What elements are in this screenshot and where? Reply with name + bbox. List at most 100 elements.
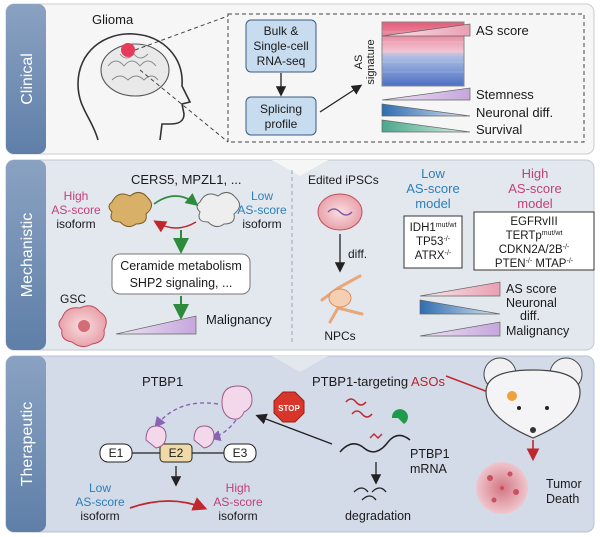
therapy-low-isoform-label: Low xyxy=(89,481,111,495)
degraded-fragments-icon xyxy=(353,487,387,501)
svg-text:isoform: isoform xyxy=(218,509,257,523)
brain-icon xyxy=(100,43,170,97)
survival-wedge xyxy=(381,119,471,133)
genes-label: CERS5, MPZL1, ... xyxy=(131,172,242,187)
mechanistic-label: Mechanistic xyxy=(19,213,36,297)
neuronal-label-mech: Neuronal xyxy=(506,296,557,310)
ptbp1-protein-icon xyxy=(221,385,253,420)
svg-text:AS-score: AS-score xyxy=(406,181,459,196)
svg-text:SHP2 signaling, ...: SHP2 signaling, ... xyxy=(130,276,233,290)
svg-text:EGFRvIII: EGFRvIII xyxy=(510,216,557,228)
neuronal-label-mech-2: diff. xyxy=(520,309,540,323)
rnase-pacman-icon xyxy=(391,409,408,424)
survival-label: Survival xyxy=(476,122,522,137)
clinical-side-bar xyxy=(6,4,46,154)
clinical-inset xyxy=(227,13,585,143)
svg-text:E2: E2 xyxy=(169,446,184,460)
diff-label: diff. xyxy=(348,247,367,261)
stemness-label: Stemness xyxy=(476,87,534,102)
ptbp1-label: PTBP1 xyxy=(142,374,183,389)
svg-text:Single-cell: Single-cell xyxy=(253,39,308,53)
exon-e2: E2 xyxy=(159,443,193,463)
neuronal-diff-wedge xyxy=(381,103,471,117)
low-isoform-protein-icon xyxy=(196,192,240,228)
tumor-death-label: Tumor xyxy=(546,477,582,491)
ipsc-cell-icon xyxy=(317,193,363,231)
high-model-genotype-box: EGFRvIII TERTpmut/wt CDKN2A/2B-/- PTEN-/… xyxy=(473,211,595,271)
high-model-label: High xyxy=(522,166,549,181)
glioma-label: Glioma xyxy=(92,12,134,27)
exon-e1: E1 xyxy=(99,443,133,463)
dying-tumor-icon xyxy=(476,462,528,514)
mechanistic-panel: Mechanistic CERS5, MPZL1, ... High AS-sc… xyxy=(5,159,595,351)
therapy-high-isoform-label: High xyxy=(226,481,251,495)
pathway-box: Ceramide metabolism SHP2 signaling, ... xyxy=(111,253,251,295)
tumor-death-label-2: Death xyxy=(546,492,579,506)
exon-e3: E3 xyxy=(223,443,257,463)
bound-ptbp1-left-icon xyxy=(145,425,167,449)
therapeutic-label: Therapeutic xyxy=(19,402,36,487)
svg-text:Splicing: Splicing xyxy=(260,102,302,116)
neuronal-wedge-mech xyxy=(419,299,501,315)
svg-text:isoform: isoform xyxy=(56,217,95,231)
degradation-label: degradation xyxy=(345,509,411,523)
bound-ptbp1-right-icon xyxy=(193,425,215,449)
svg-text:AS-score: AS-score xyxy=(75,495,125,509)
low-genotype-line: TP53-/- xyxy=(416,236,451,248)
as-score-wedge-mech xyxy=(419,281,501,297)
therapeutic-side-bar xyxy=(6,356,46,532)
mouse-icon xyxy=(483,357,583,439)
as-score-label-mech: AS score xyxy=(506,282,557,296)
high-isoform-label: High xyxy=(64,189,89,203)
stop-sign-icon: STOP xyxy=(273,391,305,423)
svg-text:STOP: STOP xyxy=(278,404,300,413)
malignancy-label-left: Malignancy xyxy=(206,312,272,327)
svg-text:Ceramide metabolism: Ceramide metabolism xyxy=(120,259,242,273)
high-isoform-protein-icon xyxy=(108,192,152,228)
svg-text:E3: E3 xyxy=(233,446,248,460)
neuronal-diff-label: Neuronal diff. xyxy=(476,105,553,120)
low-genotype-line: IDH1mut/wt xyxy=(410,222,457,234)
svg-text:model: model xyxy=(415,196,451,211)
malignancy-wedge-left xyxy=(115,315,197,335)
svg-text:Bulk &: Bulk & xyxy=(264,24,299,38)
as-score-label: AS score xyxy=(476,23,529,38)
bulk-rnaseq-box: Bulk & Single-cell RNA-seq xyxy=(245,19,317,73)
therapeutic-panel: Therapeutic PTBP1 E1 E2 E3 Low AS-score … xyxy=(5,355,595,533)
edited-ipscs-label: Edited iPSCs xyxy=(308,173,379,187)
gsc-cell-icon xyxy=(58,305,107,348)
npc-neuron-icon xyxy=(320,274,364,324)
stemness-wedge xyxy=(381,87,471,101)
svg-text:model: model xyxy=(517,196,553,211)
svg-text:AS-score: AS-score xyxy=(508,181,561,196)
svg-text:RNA-seq: RNA-seq xyxy=(257,54,306,68)
as-signature-label-2: signature xyxy=(365,39,377,84)
svg-text:CDKN2A/2B-/-: CDKN2A/2B-/- xyxy=(499,244,570,256)
mouse-tumor-spot-icon xyxy=(507,391,517,401)
svg-text:E1: E1 xyxy=(109,446,124,460)
clinical-panel: Clinical Glioma Bulk & Single-cell RNA-s… xyxy=(5,3,595,155)
as-score-wedge xyxy=(381,23,471,37)
low-isoform-label: Low xyxy=(251,189,273,203)
as-signature-label-1: AS xyxy=(353,55,365,70)
aso-strands-icon xyxy=(345,398,373,418)
mechanistic-side-bar xyxy=(6,160,46,350)
ptbp1-mrna-label: PTBP1 xyxy=(410,447,450,461)
asos-label: PTBP1-targeting ASOs xyxy=(312,374,445,389)
svg-text:TERTpmut/wt: TERTpmut/wt xyxy=(506,230,563,242)
svg-text:isoform: isoform xyxy=(242,217,281,231)
svg-text:AS-score: AS-score xyxy=(51,203,101,217)
low-model-label: Low xyxy=(421,166,445,181)
splicing-profile-box: Splicing profile xyxy=(245,96,317,136)
malignancy-wedge-right xyxy=(419,321,501,337)
tumor-spot-icon xyxy=(121,43,135,57)
svg-text:PTEN-/- MTAP-/-: PTEN-/- MTAP-/- xyxy=(495,258,574,270)
svg-text:AS-score: AS-score xyxy=(237,203,287,217)
ptbp1-mrna-label-2: mRNA xyxy=(410,462,447,476)
svg-text:isoform: isoform xyxy=(80,509,119,523)
malignancy-label-right: Malignancy xyxy=(506,324,570,338)
svg-text:profile: profile xyxy=(265,117,298,131)
head-icon xyxy=(77,33,192,141)
